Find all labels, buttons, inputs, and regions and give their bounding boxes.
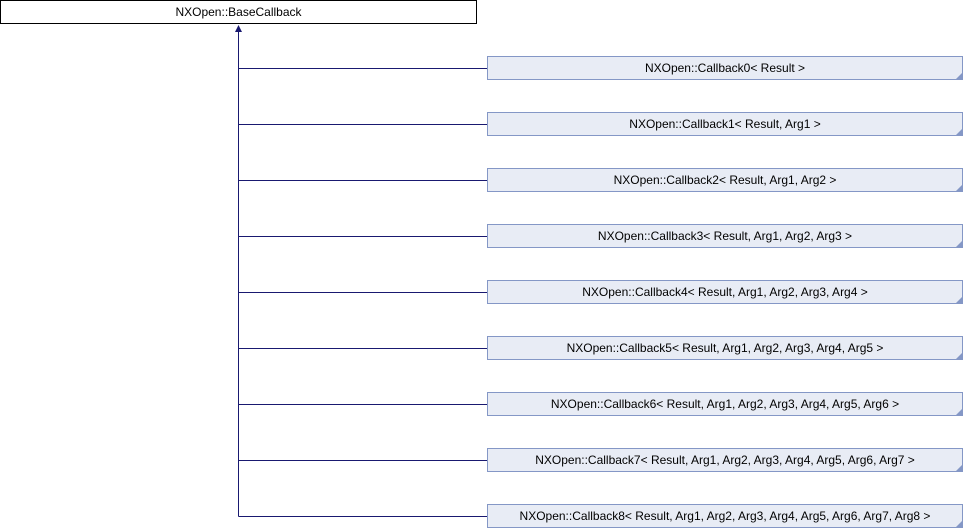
- base-class-label: NXOpen::BaseCallback: [175, 5, 302, 19]
- fold-corner-icon: [956, 521, 962, 527]
- inheritance-arrowhead-icon: [235, 25, 242, 32]
- derived-class-label: NXOpen::Callback7< Result, Arg1, Arg2, A…: [535, 453, 915, 467]
- fold-corner-icon: [956, 185, 962, 191]
- fold-corner-icon: [956, 297, 962, 303]
- fold-corner-icon: [956, 129, 962, 135]
- derived-class-label: NXOpen::Callback0< Result >: [644, 61, 806, 75]
- derived-class-label: NXOpen::Callback8< Result, Arg1, Arg2, A…: [519, 509, 931, 523]
- derived-class-label: NXOpen::Callback3< Result, Arg1, Arg2, A…: [597, 229, 853, 243]
- fold-corner-icon: [956, 353, 962, 359]
- fold-corner-icon: [956, 241, 962, 247]
- fold-corner-icon: [956, 73, 962, 79]
- derived-class-label: NXOpen::Callback6< Result, Arg1, Arg2, A…: [550, 397, 900, 411]
- derived-class-node[interactable]: NXOpen::Callback0< Result >: [487, 56, 963, 80]
- derived-class-node[interactable]: NXOpen::Callback7< Result, Arg1, Arg2, A…: [487, 448, 963, 472]
- derived-class-node[interactable]: NXOpen::Callback8< Result, Arg1, Arg2, A…: [487, 504, 963, 528]
- derived-class-label: NXOpen::Callback5< Result, Arg1, Arg2, A…: [566, 341, 884, 355]
- derived-class-node[interactable]: NXOpen::Callback1< Result, Arg1 >: [487, 112, 963, 136]
- derived-class-node[interactable]: NXOpen::Callback3< Result, Arg1, Arg2, A…: [487, 224, 963, 248]
- derived-class-label: NXOpen::Callback1< Result, Arg1 >: [629, 117, 821, 131]
- derived-class-node[interactable]: NXOpen::Callback6< Result, Arg1, Arg2, A…: [487, 392, 963, 416]
- fold-corner-icon: [956, 409, 962, 415]
- base-class-node: NXOpen::BaseCallback: [0, 0, 477, 24]
- derived-class-node[interactable]: NXOpen::Callback4< Result, Arg1, Arg2, A…: [487, 280, 963, 304]
- derived-class-label: NXOpen::Callback2< Result, Arg1, Arg2 >: [613, 173, 837, 187]
- derived-class-label: NXOpen::Callback4< Result, Arg1, Arg2, A…: [582, 285, 868, 299]
- derived-class-node[interactable]: NXOpen::Callback2< Result, Arg1, Arg2 >: [487, 168, 963, 192]
- fold-corner-icon: [956, 465, 962, 471]
- derived-class-node[interactable]: NXOpen::Callback5< Result, Arg1, Arg2, A…: [487, 336, 963, 360]
